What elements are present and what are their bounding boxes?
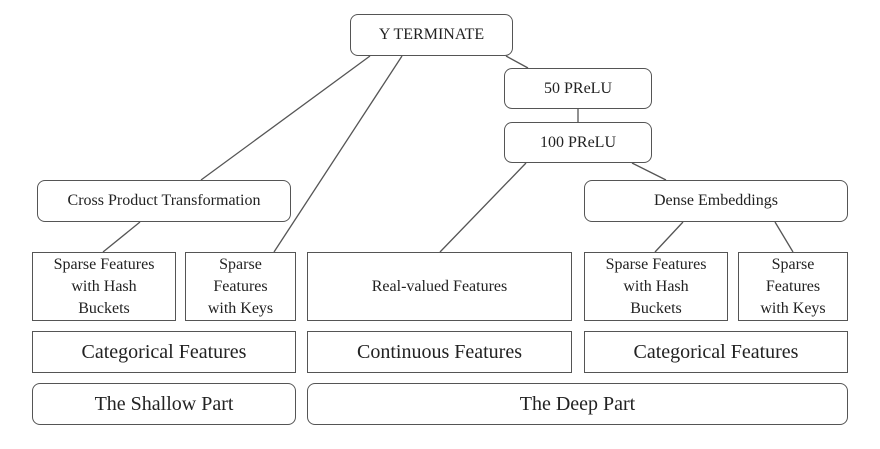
sparse-hash-left-line-3: Buckets xyxy=(78,299,130,317)
shallow-part-label: The Shallow Part xyxy=(94,393,234,415)
prelu-50-node: 50 PReLU xyxy=(504,68,652,109)
sparse-keys-right-line-3: with Keys xyxy=(760,299,826,317)
prelu-50-label: 50 PReLU xyxy=(544,79,612,97)
real-valued-label: Real-valued Features xyxy=(371,277,508,295)
prelu-100-node: 100 PReLU xyxy=(504,122,652,163)
deep-part-box: The Deep Part xyxy=(307,383,848,425)
edge-cross-to-y xyxy=(200,55,371,181)
sparse-keys-left-line-3: with Keys xyxy=(207,299,274,317)
edge-sparse-hash-right-to-dense xyxy=(654,221,684,253)
sparse-keys-left-line-1: Sparse xyxy=(219,255,262,273)
deep-part-label: The Deep Part xyxy=(519,393,636,415)
sparse-hash-right-line-2: with Hash xyxy=(623,277,689,295)
categorical-features-right-label: Categorical Features xyxy=(633,341,799,363)
continuous-features-label: Continuous Features xyxy=(357,341,522,363)
sparse-hash-left-node: Sparse Features with Hash Buckets xyxy=(32,252,176,321)
edge-sparse-keys-right-to-dense xyxy=(774,221,794,253)
sparse-hash-left-line-1: Sparse Features xyxy=(53,255,155,273)
edge-dense-to-prelu100 xyxy=(631,162,667,181)
edge-sparse-keys-left-to-y xyxy=(273,55,403,253)
sparse-keys-right-line-1: Sparse xyxy=(771,255,815,273)
continuous-features: Continuous Features xyxy=(307,331,572,373)
y-terminate-node: Y TERMINATE xyxy=(350,14,513,56)
sparse-hash-left-line-2: with Hash xyxy=(71,277,137,295)
sparse-keys-right-line-2: Features xyxy=(765,277,821,295)
categorical-features-left: Categorical Features xyxy=(32,331,296,373)
sparse-keys-right-node: Sparse Features with Keys xyxy=(738,252,848,321)
sparse-keys-left-node: Sparse Features with Keys xyxy=(185,252,296,321)
y-terminate-label: Y TERMINATE xyxy=(378,26,485,43)
prelu-100-label: 100 PReLU xyxy=(540,133,616,151)
edge-prelu50-to-y xyxy=(505,55,529,69)
real-valued-node: Real-valued Features xyxy=(307,252,572,321)
cross-product-node: Cross Product Transformation xyxy=(37,180,291,222)
sparse-hash-right-line-1: Sparse Features xyxy=(605,255,707,273)
sparse-hash-right-node: Sparse Features with Hash Buckets xyxy=(584,252,728,321)
categorical-features-right: Categorical Features xyxy=(584,331,848,373)
sparse-hash-right-line-3: Buckets xyxy=(630,299,682,317)
shallow-part-box: The Shallow Part xyxy=(32,383,296,425)
categorical-features-left-label: Categorical Features xyxy=(81,341,247,363)
dense-embeddings-node: Dense Embeddings xyxy=(584,180,848,222)
edge-real-valued-to-prelu100 xyxy=(439,162,527,253)
edge-sparse-hash-left-to-cross xyxy=(102,221,141,253)
dense-embeddings-label: Dense Embeddings xyxy=(654,192,778,209)
sparse-keys-left-line-2: Features xyxy=(213,277,268,295)
cross-product-label: Cross Product Transformation xyxy=(67,192,261,209)
